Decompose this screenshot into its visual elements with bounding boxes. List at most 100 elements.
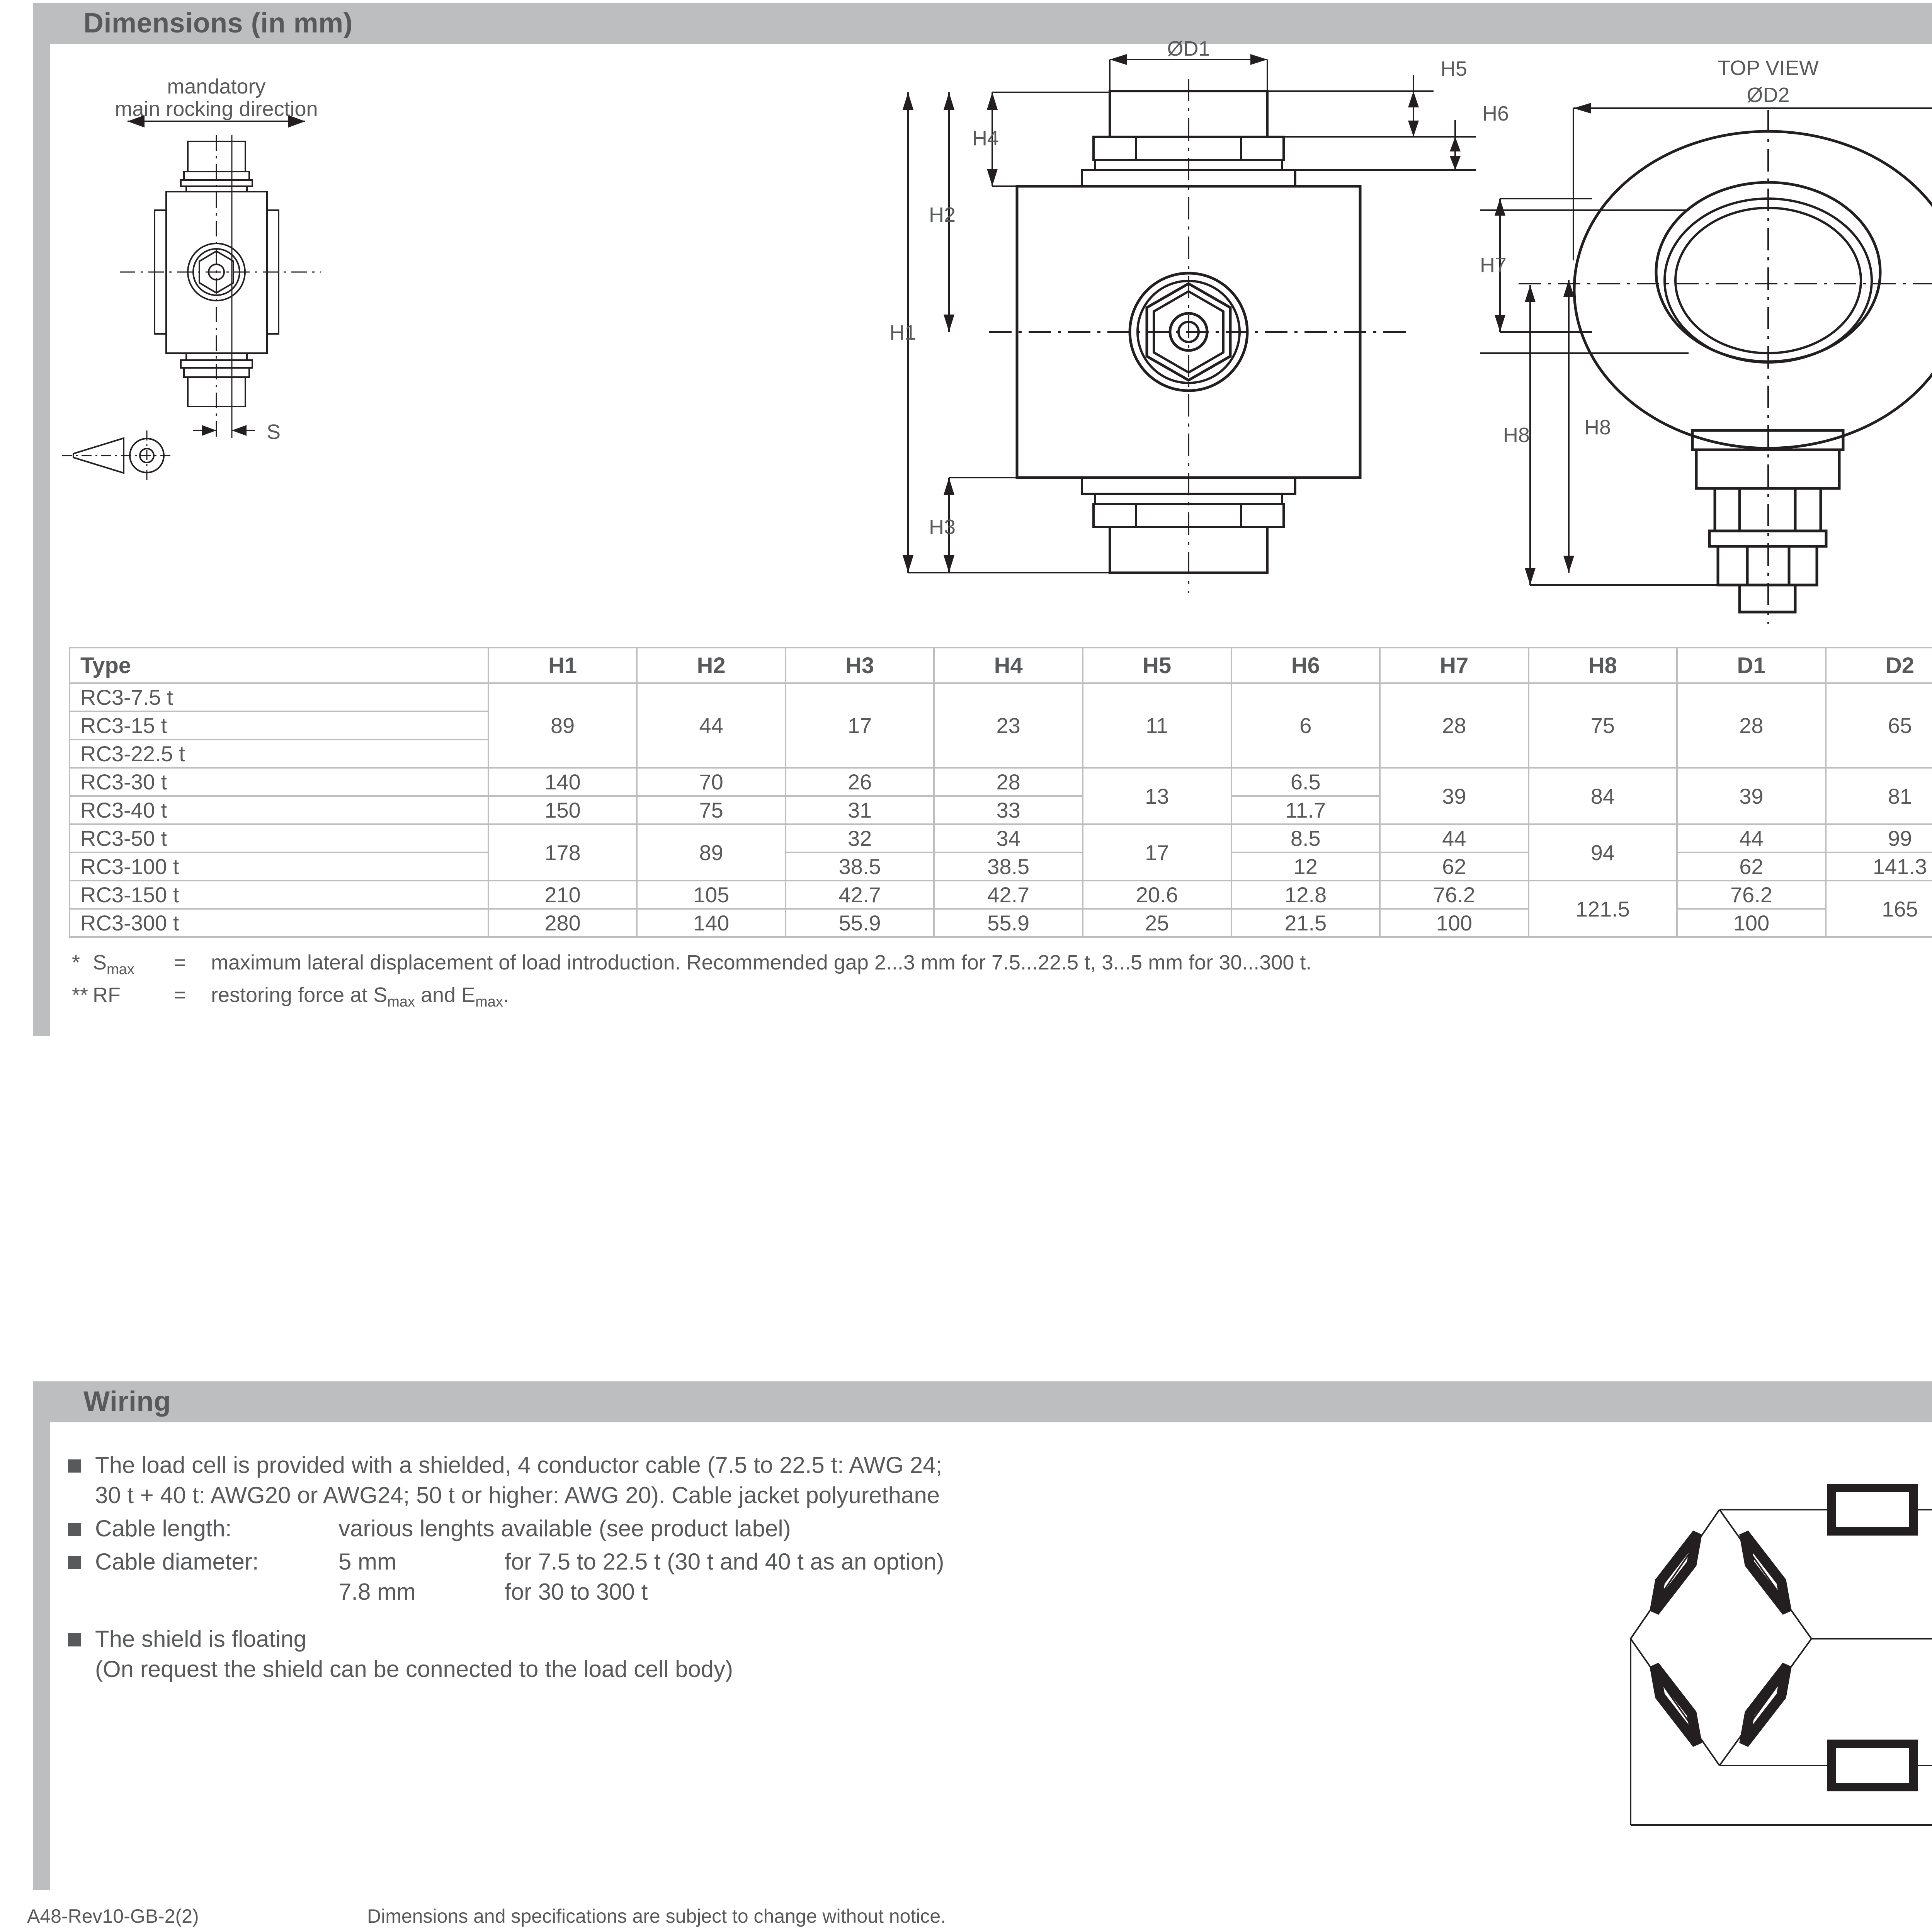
fn2-pre: restoring force at S xyxy=(211,983,388,1007)
footnote-marker-1: * xyxy=(72,951,80,974)
wiring-bullet-cable-spec: The load cell is provided with a shielde… xyxy=(68,1450,1619,1510)
footnote-key-1: Smax xyxy=(93,948,174,980)
cell-h1: 280 xyxy=(487,908,638,938)
cell-h1: 89 xyxy=(487,682,638,769)
wiring-text-column: The load cell is provided with a shielde… xyxy=(50,1422,1619,1890)
footnote-key-sub-1: max xyxy=(107,961,134,978)
col-header-d2: D2 xyxy=(1825,647,1932,684)
fn2-mid: and E xyxy=(415,983,476,1007)
wiring-bullet-1-line1: The load cell is provided with a shielde… xyxy=(95,1452,942,1478)
cell-d1: 39 xyxy=(1676,767,1827,825)
cell-type: RC3-22.5 t xyxy=(69,739,489,769)
cell-type: RC3-30 t xyxy=(69,767,489,797)
table-row: RC3-50 t 178 89 32 34 17 8.5 44 94 44 99… xyxy=(69,823,1932,881)
cell-type: RC3-300 t xyxy=(69,908,489,938)
footnote-equals-2: = xyxy=(174,983,186,1007)
cell-d2: 165 xyxy=(1825,880,1932,938)
table-row: RC3-22.5 t 30 kN xyxy=(69,739,1932,769)
cell-h1: 150 xyxy=(487,795,638,825)
wiring-bullet-4-line1: The shield is floating xyxy=(95,1626,306,1652)
dimensions-section-body: mandatory main rocking direction S xyxy=(33,37,1932,1036)
cell-h4: 23 xyxy=(933,682,1083,769)
dimensions-section-title: Dimensions (in mm) xyxy=(33,3,1932,44)
cell-h3: 38.5 xyxy=(784,852,935,881)
table-header-row: Type H1 H2 H3 H4 H5 H6 H7 H8 D1 D2 Smax* xyxy=(69,647,1932,684)
cell-type: RC3-100 t xyxy=(69,852,489,881)
cell-h1: 210 xyxy=(487,880,638,910)
table-row: RC3-7.5 t 89 44 17 23 11 6 28 75 28 65 4… xyxy=(69,682,1932,769)
cell-d1: 44 xyxy=(1676,823,1827,853)
cell-h3: 17 xyxy=(784,682,935,769)
table-row: RC3-150 t 210 105 42.7 42.7 20.6 12.8 76… xyxy=(69,880,1932,938)
front-view-drawing: ØD1 H1 H2 H3 H4 H5 H6 H7 H8 xyxy=(889,37,1611,593)
col-header-h5: H5 xyxy=(1082,647,1232,684)
table-row: RC3-30 t 140 70 26 28 13 6.5 39 84 39 81… xyxy=(69,767,1932,825)
cell-h5: 17 xyxy=(1082,823,1232,881)
footnote-smax: * Smax = maximum lateral displacement of… xyxy=(72,948,1932,980)
footnote-text-2: restoring force at Smax and Emax. xyxy=(211,980,1932,1013)
side-view-drawing: mandatory main rocking direction S xyxy=(62,75,321,481)
footnote-key-base-1: S xyxy=(93,951,107,974)
table-footnotes: * Smax = maximum lateral displacement of… xyxy=(50,938,1932,1013)
footnote-equals-1: = xyxy=(174,951,186,974)
table-row: RC3-100 t 38.5 38.5 12 62 62 141.3 11.5 … xyxy=(69,852,1932,881)
col-header-h1: H1 xyxy=(487,647,638,684)
cell-type: RC3-150 t xyxy=(69,880,489,910)
dimension-label-s: S xyxy=(267,420,281,444)
document-disclaimer: Dimensions and specifications are subjec… xyxy=(367,1905,946,1927)
cable-diameter-detail-1: for 7.5 to 22.5 t (30 t and 40 t as an o… xyxy=(505,1549,944,1575)
cell-h2: 75 xyxy=(636,795,786,825)
bullet-square-icon xyxy=(68,1556,81,1569)
cell-h8: 121.5 xyxy=(1527,880,1678,938)
dimension-label-h8: H8 xyxy=(1584,416,1611,439)
cell-h2: 140 xyxy=(636,908,786,938)
cell-h1: 140 xyxy=(487,767,638,797)
cell-h6: 12 xyxy=(1230,852,1381,881)
cable-diameter-value-2: 7.8 mm xyxy=(338,1579,416,1605)
dimension-label-d1: ØD1 xyxy=(1167,37,1210,60)
cable-length-value: various lenghts available (see product l… xyxy=(338,1515,791,1541)
cell-h2: 44 xyxy=(636,682,786,769)
cell-d2: 141.3 xyxy=(1825,852,1932,881)
cell-h8: 94 xyxy=(1527,823,1678,881)
col-header-h8: H8 xyxy=(1527,647,1678,684)
wiring-bullet-1-text: The load cell is provided with a shielde… xyxy=(95,1450,942,1510)
footnote-key-2: RF xyxy=(93,983,121,1007)
drawings-area: mandatory main rocking direction S xyxy=(50,37,1932,647)
cell-h2: 89 xyxy=(636,823,786,881)
document-footer: A48-Rev10-GB-2(2)Dimensions and specific… xyxy=(27,1905,946,1927)
cell-h7: 76.2 xyxy=(1379,880,1529,910)
bullet-square-icon xyxy=(68,1633,81,1646)
cell-h6: 6 xyxy=(1230,682,1381,769)
cell-h2: 105 xyxy=(636,880,786,910)
cell-h6: 6.5 xyxy=(1230,767,1381,797)
cell-h6: 11.7 xyxy=(1230,795,1381,825)
footnote-rf: ** RF = restoring force at Smax and Emax… xyxy=(72,980,1932,1013)
cell-h7: 44 xyxy=(1379,823,1529,853)
fn2-sub1: max xyxy=(387,993,415,1010)
wiring-bullet-4-line2: (On request the shield can be connected … xyxy=(95,1656,733,1682)
fn2-post: . xyxy=(503,983,509,1007)
cell-h5: 11 xyxy=(1082,682,1232,769)
dimension-label-d2: ØD2 xyxy=(1747,83,1789,107)
col-header-h6: H6 xyxy=(1230,647,1381,684)
cell-d2: 81 xyxy=(1825,767,1932,825)
wheatstone-bridge-diagram: +Excitation(green) +Signal(white) –Excit… xyxy=(1629,1484,1932,1826)
wiring-bullet-cable-length: Cable length: various lenghts available (… xyxy=(68,1514,1619,1544)
cell-h5: 13 xyxy=(1082,767,1232,825)
cell-h7: 28 xyxy=(1379,682,1529,769)
top-view-drawing: TOP VIEW ØD2 H8 xyxy=(1480,56,1932,624)
cell-d1: 62 xyxy=(1676,852,1827,881)
cable-length-label: Cable length: xyxy=(95,1515,232,1541)
bullet-square-icon xyxy=(68,1523,81,1536)
cell-h4: 28 xyxy=(933,767,1083,797)
cell-d1: 28 xyxy=(1676,682,1827,769)
side-view-caption-line1: mandatory xyxy=(167,75,265,98)
cell-h4: 42.7 xyxy=(933,880,1083,910)
cell-h3: 55.9 xyxy=(784,908,935,938)
footnote-text-1: maximum lateral displacement of load int… xyxy=(211,951,1312,974)
cell-type: RC3-7.5 t xyxy=(69,682,489,712)
